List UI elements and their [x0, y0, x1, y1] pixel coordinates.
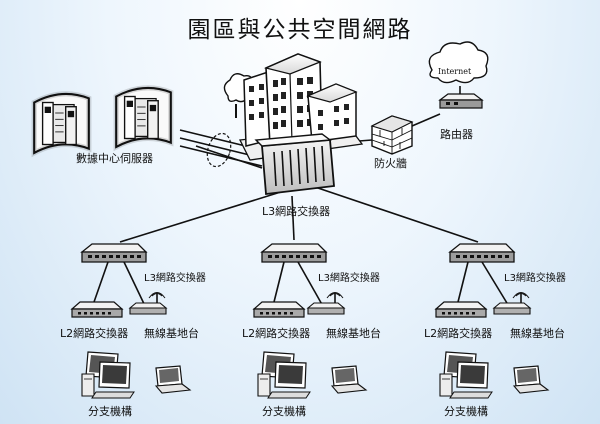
internet-cloud: [428, 41, 489, 84]
branch-ap-label: 無線基地台: [510, 327, 565, 340]
branch-devices: [71, 243, 549, 399]
core-switch-label: L3網路交換器: [262, 205, 331, 218]
branch-l3-label: L3網路交換器: [504, 273, 566, 284]
datacenter-label: 數據中心伺服器: [76, 152, 153, 165]
router-label: 路由器: [440, 128, 473, 141]
branch-l3-label: L3網路交換器: [144, 273, 206, 284]
firewall-device: [370, 115, 414, 155]
branch-l2-label: L2網路交換器: [60, 327, 129, 340]
branch-ap-label: 無線基地台: [326, 327, 381, 340]
page-title: 園區與公共空間網路: [187, 17, 413, 43]
router-device: [438, 93, 484, 109]
core-switch-device: [254, 133, 335, 196]
datacenter-servers: [34, 88, 171, 153]
firewall-label: 防火牆: [374, 157, 407, 170]
branch-office-label: 分支機構: [444, 405, 488, 418]
branch-office-label: 分支機構: [262, 405, 306, 418]
branch-l2-label: L2網路交換器: [242, 327, 311, 340]
link-ellipse: [206, 132, 232, 168]
branch-ap-label: 無線基地台: [144, 327, 199, 340]
branch-l3-label: L3網路交換器: [318, 273, 380, 284]
internet-label: Internet: [438, 67, 472, 76]
branch-office-label: 分支機構: [88, 405, 132, 418]
branch-l2-label: L2網路交換器: [424, 327, 493, 340]
